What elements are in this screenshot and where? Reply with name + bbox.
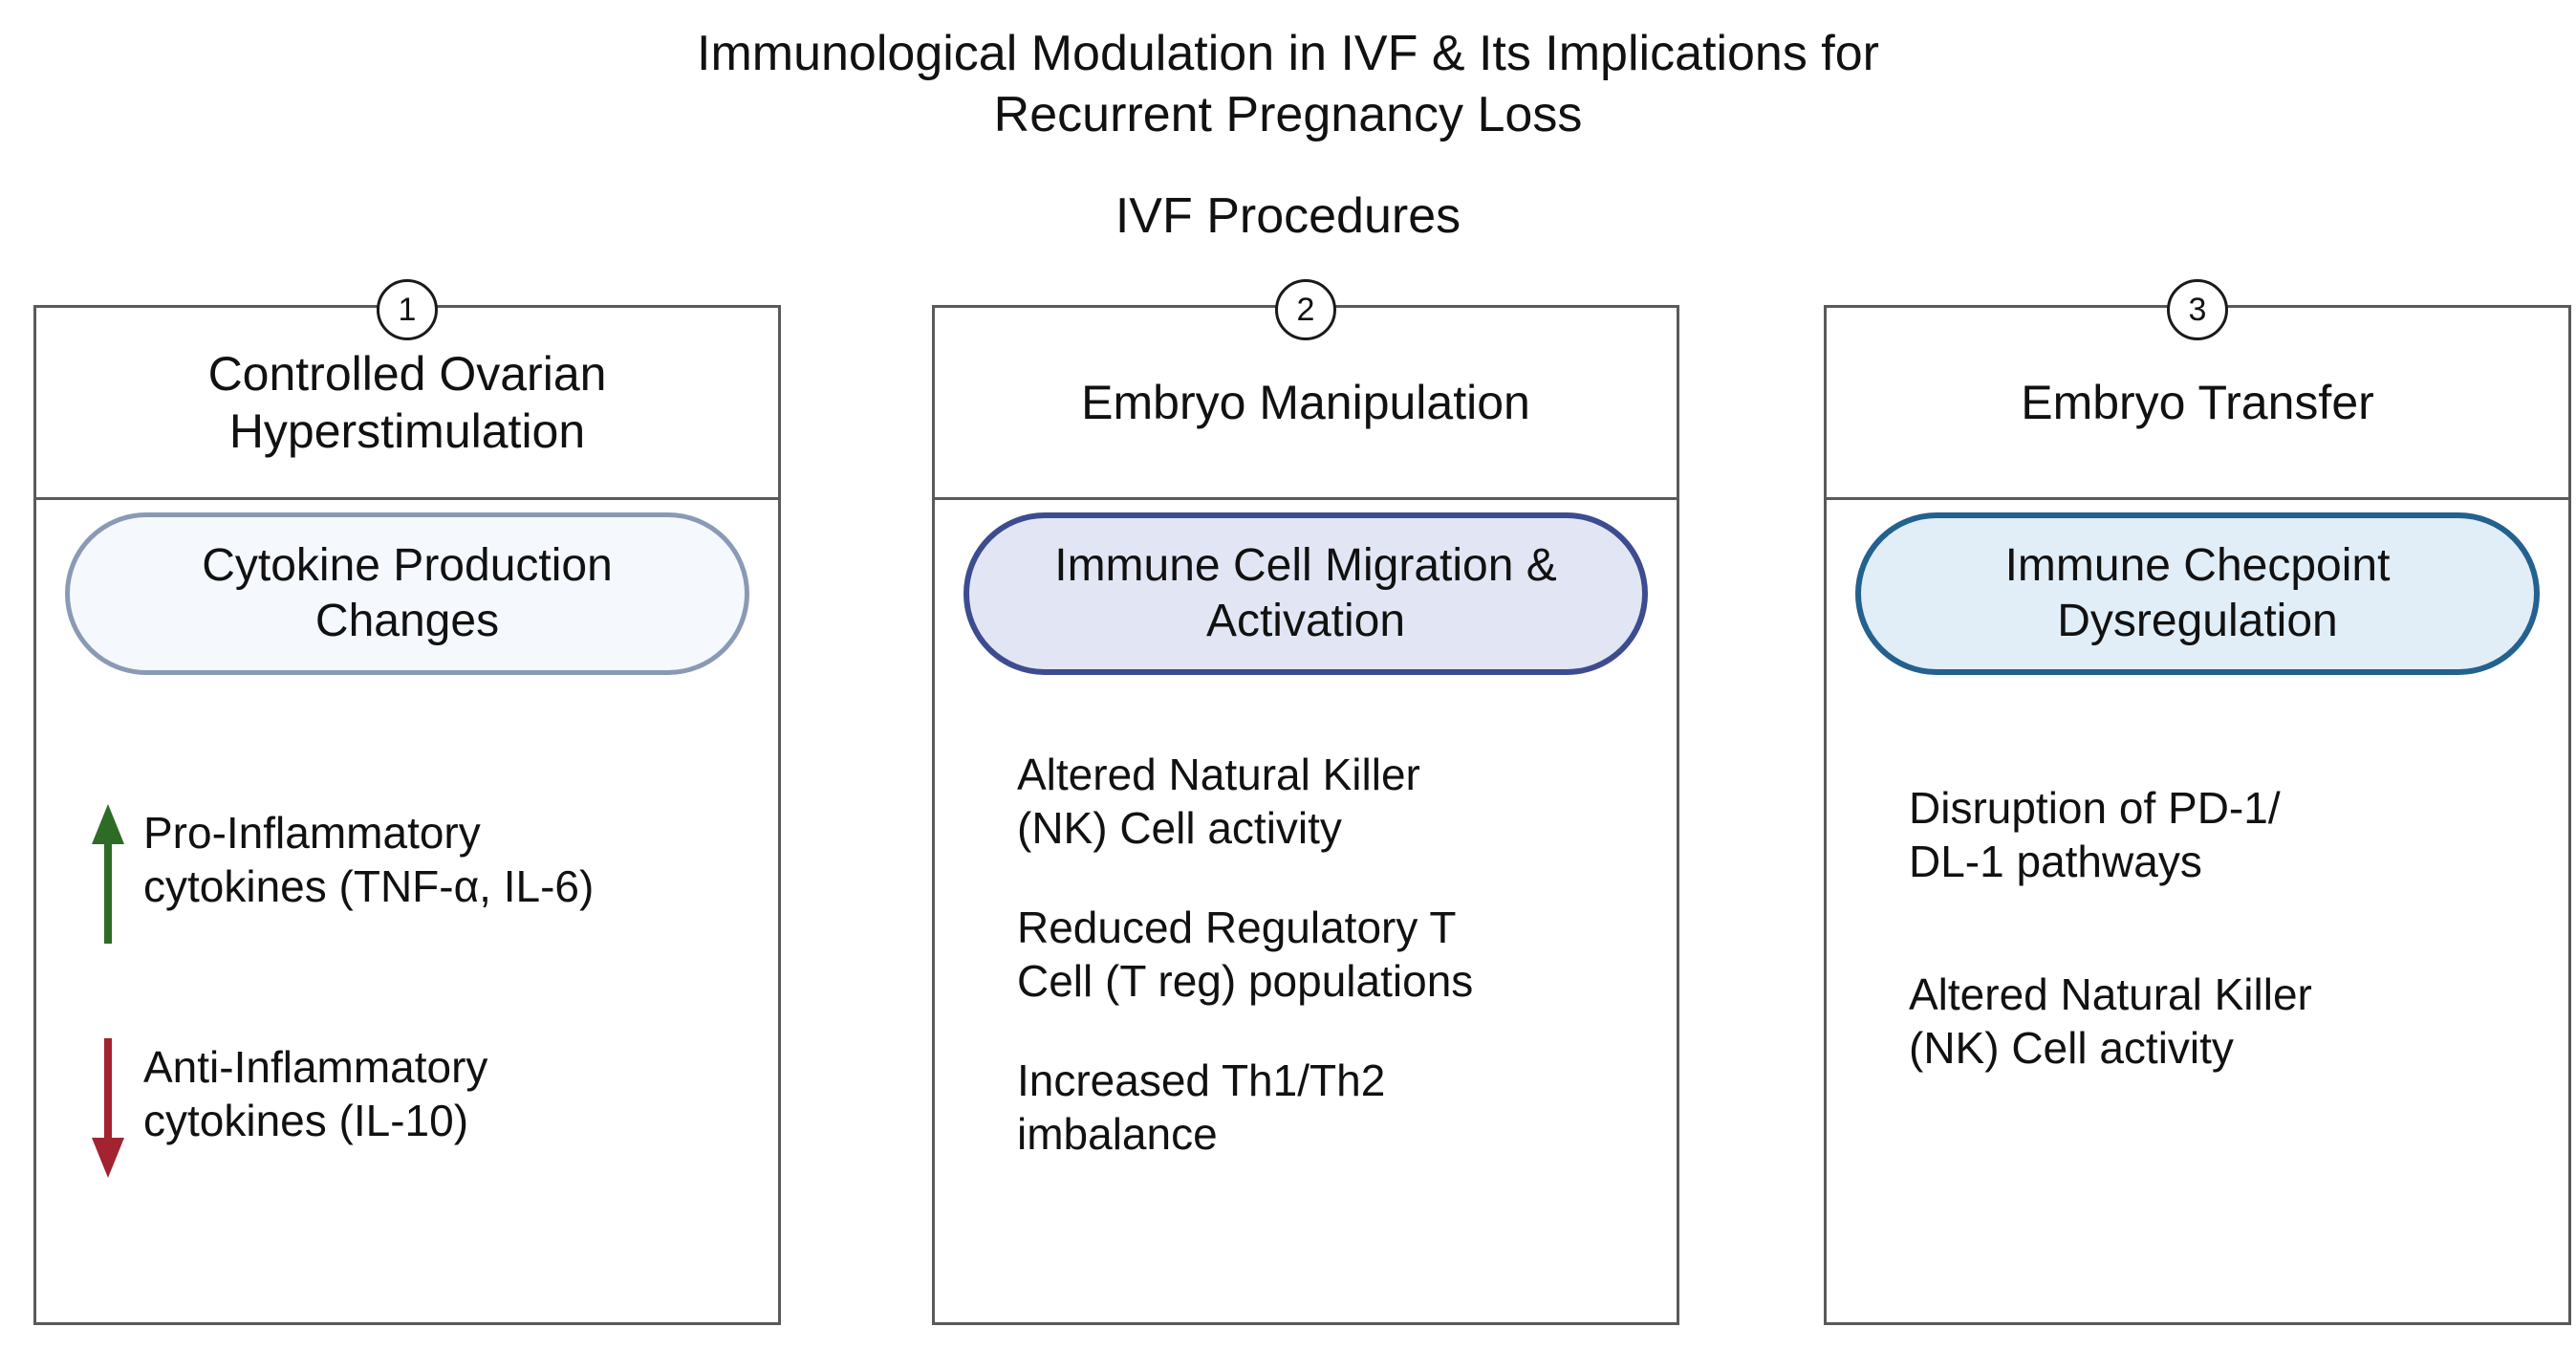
stage-header-2: Embryo Manipulation: [935, 308, 1677, 500]
stage-title-1: Controlled Ovarian Hyperstimulation: [207, 347, 607, 458]
list-item: Reduced Regulatory T Cell (T reg) popula…: [1017, 903, 1474, 1006]
arrow-up-icon: [86, 802, 130, 950]
stage-column-1: 1 Controlled Ovarian Hyperstimulation Cy…: [33, 279, 781, 1325]
outcome-pill-3: Immune Checpoint Dysregulation: [1855, 512, 2540, 675]
page-title: Immunological Modulation in IVF & Its Im…: [697, 26, 1879, 142]
step-badge-2: 2: [1275, 279, 1336, 340]
stage-column-2: 2 Embryo Manipulation Immune Cell Migrat…: [932, 279, 1679, 1325]
stage-title-3: Embryo Transfer: [2021, 376, 2374, 429]
stage-body-3: Disruption of PD-1/ DL-1 pathways Altere…: [1827, 709, 2568, 1322]
outcome-pill-label-2: Immune Cell Migration & Activation: [1054, 540, 1557, 646]
stage-body-2: Altered Natural Killer (NK) Cell activit…: [935, 709, 1677, 1322]
stage-header-1: Controlled Ovarian Hyperstimulation: [36, 308, 778, 500]
list-item-label: Pro-Inflammatory cytokines (TNF-α, IL-6): [143, 808, 595, 911]
outcome-pill-label-1: Cytokine Production Changes: [202, 540, 613, 646]
list-item-label: Anti-Inflammatory cytokines (IL-10): [143, 1042, 488, 1145]
stage-body-1: Pro-Inflammatory cytokines (TNF-α, IL-6)…: [36, 709, 778, 1322]
stage-title-2: Embryo Manipulation: [1081, 376, 1530, 429]
list-item: Increased Th1/Th2 imbalance: [1017, 1055, 1386, 1159]
stage-header-3: Embryo Transfer: [1827, 308, 2568, 500]
list-item: Altered Natural Killer (NK) Cell activit…: [1909, 969, 2312, 1073]
stage-column-3: 3 Embryo Transfer Immune Checpoint Dysre…: [1824, 279, 2571, 1325]
step-badge-3: 3: [2167, 279, 2228, 340]
arrow-down-icon: [86, 1036, 130, 1185]
outcome-pill-label-3: Immune Checpoint Dysregulation: [2004, 540, 2391, 646]
diagram-subtitle: IVF Procedures: [1115, 188, 1461, 244]
list-item: Pro-Inflammatory cytokines (TNF-α, IL-6): [86, 800, 749, 950]
outcome-pill-1: Cytokine Production Changes: [65, 512, 749, 675]
step-badge-1: 1: [377, 279, 438, 340]
outcome-pill-2: Immune Cell Migration & Activation: [963, 512, 1648, 675]
list-item: Altered Natural Killer (NK) Cell activit…: [1017, 750, 1420, 853]
list-item: Anti-Inflammatory cytokines (IL-10): [86, 1034, 749, 1185]
list-item: Disruption of PD-1/ DL-1 pathways: [1909, 783, 2281, 886]
